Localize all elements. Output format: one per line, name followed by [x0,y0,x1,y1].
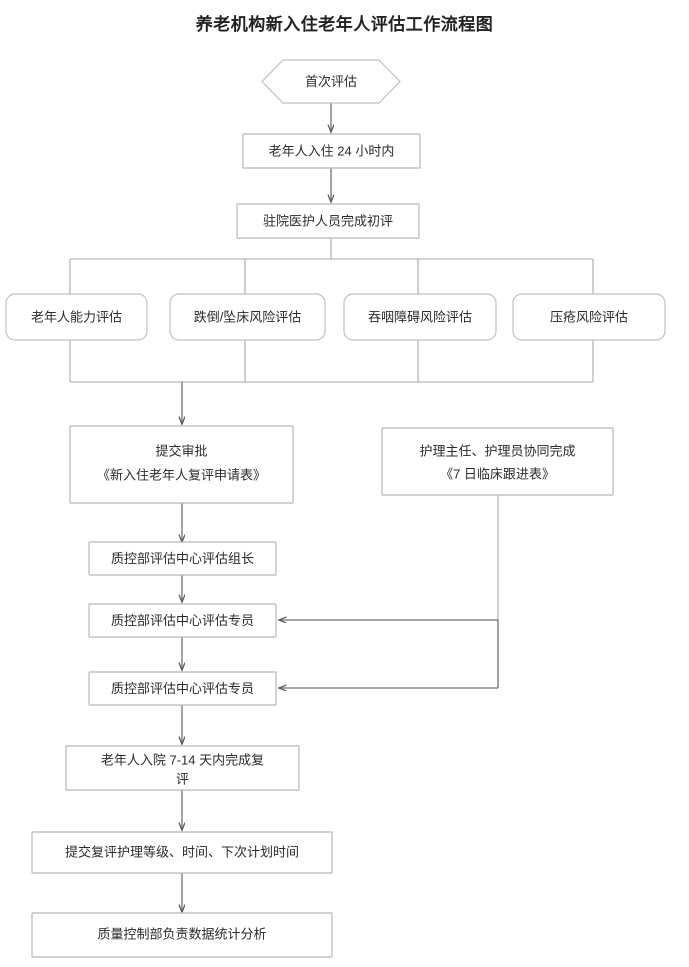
rect-shape [381,427,614,496]
node-ability-assessment-label: 老年人能力评估 [31,309,122,324]
rect-shape [88,603,277,638]
node-qc-evaluation-leader-label: 质控部评估中心评估组长 [111,551,254,566]
node-qc-data-analysis[interactable]: 质量控制部负责数据统计分析 [31,912,333,958]
node-start[interactable]: 首次评估 [261,59,401,104]
node-submit-approval-label-line2: 《新入住老年人复评申请表》 [97,467,266,482]
node-pressure-ulcer-risk-assessment[interactable]: 压疮风险评估 [512,293,666,341]
rect-shape [31,831,333,874]
node-submit-care-level-label: 提交复评护理等级、时间、下次计划时间 [65,844,299,859]
hexagon-shape [261,59,401,104]
node-nurse-lead-followup[interactable]: 护理主任、护理员协同完成 《7 日临床跟进表》 [381,427,614,496]
node-initial-assessment[interactable]: 驻院医护人员完成初评 [236,203,420,239]
node-initial-assessment-label: 驻院医护人员完成初评 [263,213,393,228]
rect-shape [69,425,294,504]
rect-shape [31,912,333,958]
node-qc-evaluation-specialist-1-label: 质控部评估中心评估专员 [111,613,254,628]
node-qc-data-analysis-label: 质量控制部负责数据统计分析 [97,926,266,941]
rounded-rect-shape [169,293,326,341]
rect-shape [242,133,421,169]
node-pressure-ulcer-risk-assessment-label: 压疮风险评估 [550,309,628,324]
node-nurse-lead-followup-label-line1: 护理主任、护理员协同完成 [419,443,575,458]
node-qc-evaluation-specialist-2-label: 质控部评估中心评估专员 [111,681,254,696]
node-swallow-risk-assessment[interactable]: 吞咽障碍风险评估 [343,293,497,341]
node-nurse-lead-followup-label-line2: 《7 日临床跟进表》 [440,466,555,481]
rect-shape [88,671,277,706]
rounded-rect-shape [5,293,148,341]
node-start-label: 首次评估 [305,74,357,89]
node-ability-assessment[interactable]: 老年人能力评估 [5,293,148,341]
node-qc-evaluation-specialist-2[interactable]: 质控部评估中心评估专员 [88,671,277,706]
node-swallow-risk-assessment-label: 吞咽障碍风险评估 [368,309,472,324]
rect-shape [65,745,300,791]
rounded-rect-shape [343,293,497,341]
node-fall-risk-assessment-label: 跌倒/坠床风险评估 [194,309,302,324]
node-submit-approval[interactable]: 提交审批 《新入住老年人复评申请表》 [69,425,294,504]
node-admit24-label: 老年人入住 24 小时内 [269,143,395,158]
node-qc-evaluation-leader[interactable]: 质控部评估中心评估组长 [88,541,277,576]
node-fall-risk-assessment[interactable]: 跌倒/坠床风险评估 [169,293,326,341]
node-qc-evaluation-specialist-1[interactable]: 质控部评估中心评估专员 [88,603,277,638]
node-submit-approval-label-line1: 提交审批 [155,443,207,458]
node-admit24[interactable]: 老年人入住 24 小时内 [242,133,421,169]
node-reassessment-window-label-line2: 评 [176,771,189,786]
node-reassessment-window-label-line1: 老年人入院 7-14 天内完成复 [101,752,264,767]
page-title: 养老机构新入住老年人评估工作流程图 [195,15,494,34]
rounded-rect-shape [512,293,666,341]
rect-shape [236,203,420,239]
rect-shape [88,541,277,576]
node-submit-care-level[interactable]: 提交复评护理等级、时间、下次计划时间 [31,831,333,874]
node-reassessment-window[interactable]: 老年人入院 7-14 天内完成复 评 [65,745,300,791]
